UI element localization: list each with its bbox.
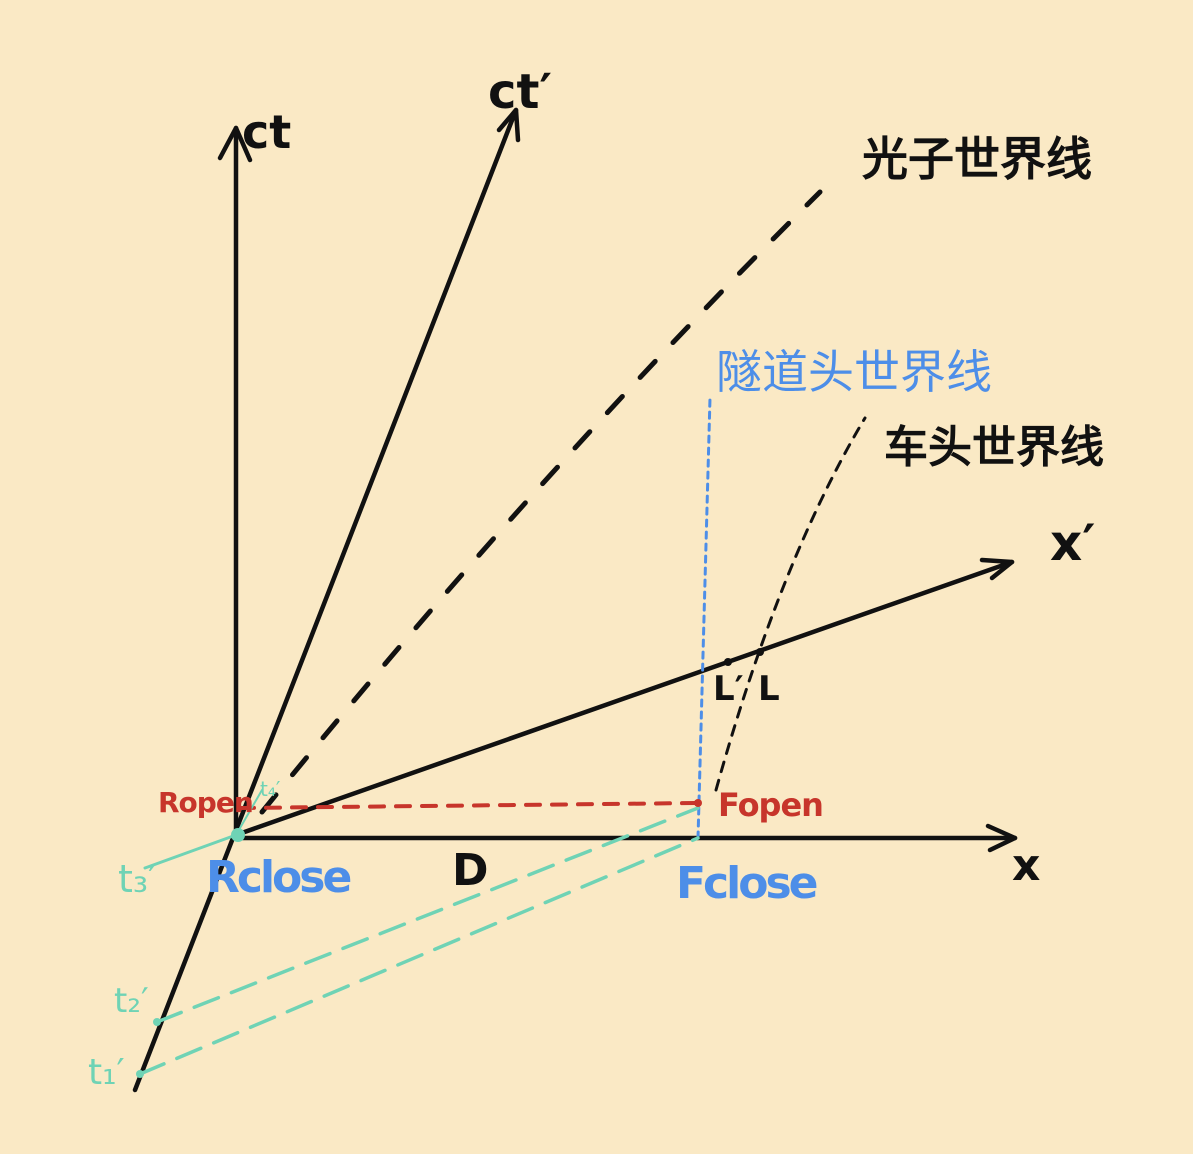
train-head-worldline [714,416,867,792]
tunnel-head-worldline [696,396,712,840]
tunnel-head-worldline-label: 隧道头世界线 [716,345,992,399]
teal-tick-t4 [235,789,263,836]
photon-worldline-label: 光子世界线 [862,132,1092,186]
r-close-label: Rclose [206,852,350,903]
t2-point [153,1018,161,1026]
t3-label: t₃′ [118,857,157,901]
teal-line-t1 [138,836,700,1076]
f-close-label: Fclose [676,858,817,909]
ct-axis-arrowhead [217,125,253,163]
f-open-label: Fopen [718,786,823,824]
x-prime-axis-label: x′ [1050,514,1095,572]
t1-point [136,1070,144,1078]
photon-worldline [259,189,823,815]
train-head-worldline-label: 车头世界线 [884,422,1104,473]
l-length-label: L [758,669,780,709]
x-axis-label: x [1012,840,1040,891]
r-open-label: Ropen [158,786,253,819]
ct-prime-axis [132,107,519,1093]
t1-label: t₁′ [88,1052,125,1093]
teal-line-t2 [155,806,700,1024]
ct-axis-label: ct [242,105,291,159]
x-axis-arrowhead [985,823,1018,853]
t4-label: t₄′ [260,777,281,801]
f-open-point [694,799,702,807]
teal-arrow-t3 [143,833,238,870]
l-prime-length-label: L′ [713,669,744,709]
open-simultaneity-line [238,801,700,810]
ct-prime-axis-label: ct′ [488,64,552,120]
d-length-label: D [452,845,489,896]
origin-point [231,828,245,842]
ct-prime-axis-arrowhead [496,107,521,143]
x-prime-axis-arrowhead [979,557,1015,581]
t2-label: t₂′ [114,981,149,1021]
l-point [756,648,764,656]
x-prime-axis [233,559,1015,838]
l-prime-point [724,658,732,666]
